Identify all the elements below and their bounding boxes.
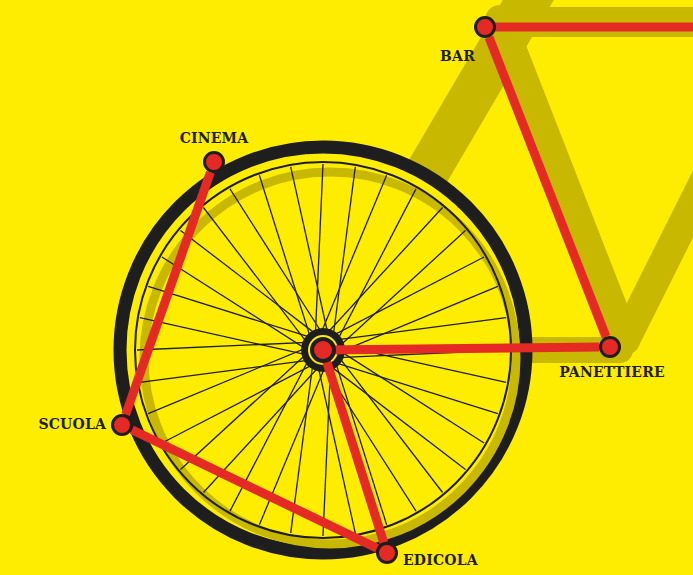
- station-stop: BAR: [474, 16, 496, 38]
- hub-station: [312, 339, 334, 361]
- station-name: SCUOLA: [38, 417, 106, 432]
- station-name: PANETTIERE: [559, 365, 665, 380]
- station-stop: PANETTIERE: [599, 336, 621, 358]
- route-line: [489, 37, 606, 337]
- route-line: [323, 347, 599, 542]
- station-stop: EDICOLA: [376, 542, 398, 564]
- station-name: BAR: [440, 49, 475, 64]
- route-line: [485, 23, 693, 32]
- station-stop: SCUOLA: [111, 414, 133, 436]
- station-name: CINEMA: [180, 131, 249, 146]
- route-line: [126, 172, 211, 414]
- station-name: EDICOLA: [403, 553, 478, 568]
- route-line: [132, 430, 377, 548]
- station-stop: CINEMA: [203, 151, 225, 173]
